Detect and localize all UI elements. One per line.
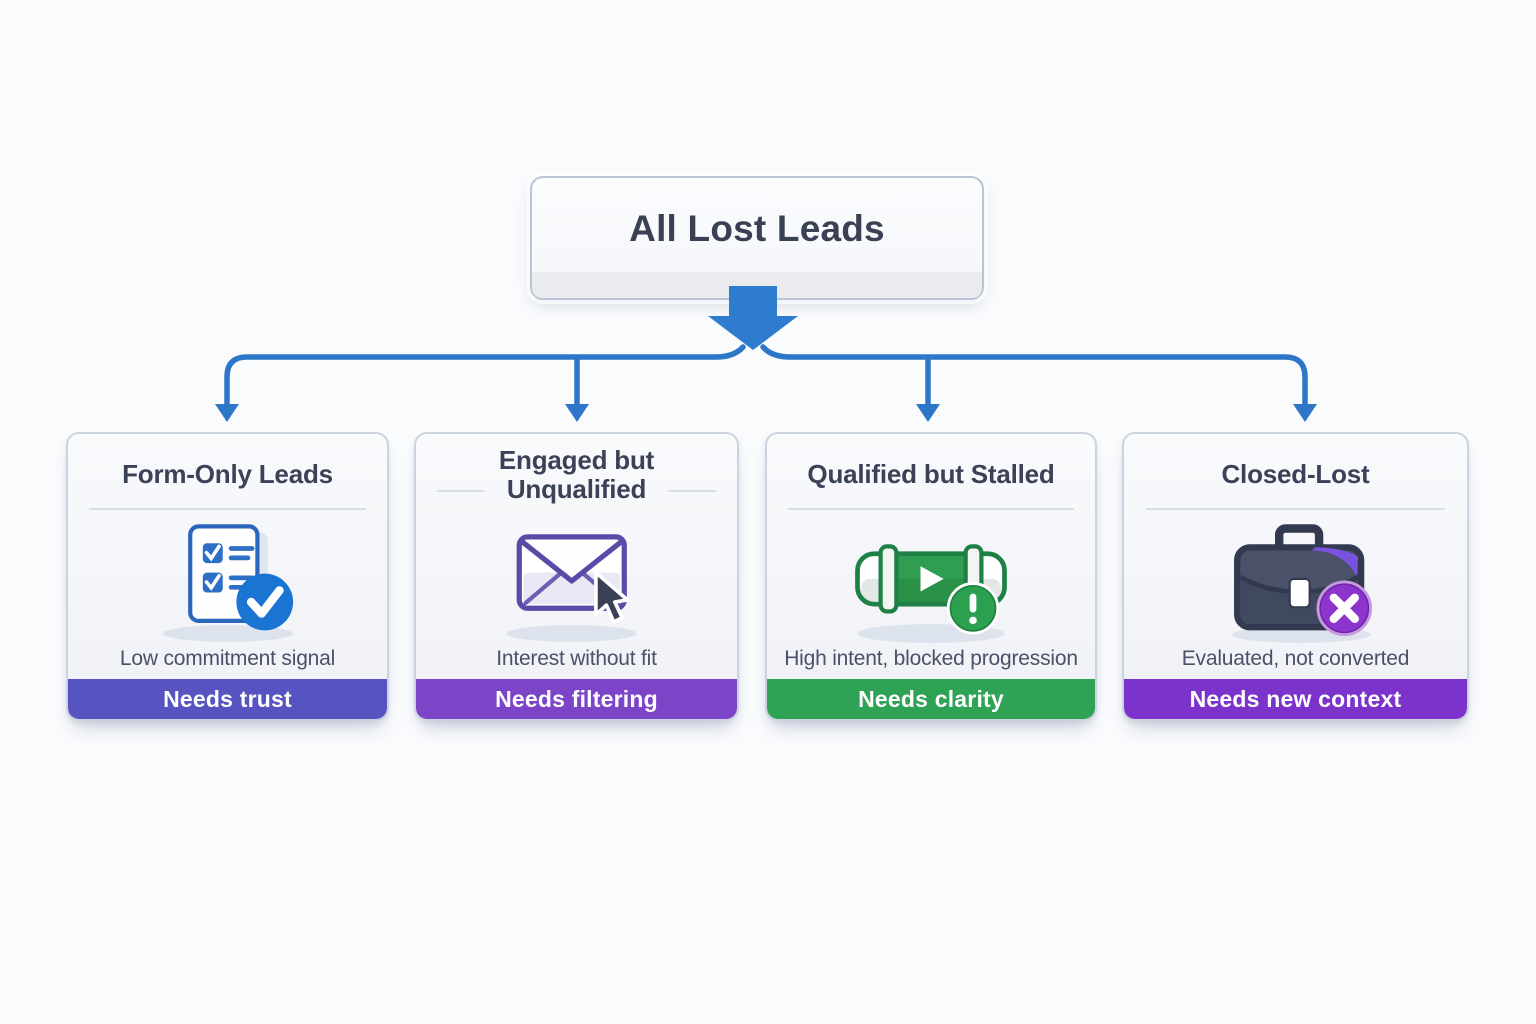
card-icon-area: [416, 510, 737, 644]
card-title: Engaged but Unqualified: [498, 444, 655, 504]
card-icon-area: [767, 510, 1095, 644]
card-form-only-leads: Form-Only Leads Low commitment signal N: [66, 432, 389, 721]
big-down-arrow-icon: [708, 286, 798, 350]
card-caption: High intent, blocked progression: [784, 646, 1078, 670]
card-caption: Interest without fit: [496, 646, 657, 670]
card-title-area: Form-Only Leads: [68, 434, 387, 510]
card-footer-badge: Needs trust: [68, 679, 387, 719]
card-footer-badge: Needs clarity: [767, 679, 1095, 719]
briefcase-x-icon: [1231, 524, 1372, 643]
card-title: Form-Only Leads: [122, 459, 333, 490]
branch-connector-lines: [215, 344, 1317, 422]
card-title-area: Engaged but Unqualified: [416, 434, 737, 510]
card-qualified-but-stalled: Qualified but Stalled High intent, block…: [765, 432, 1097, 721]
card-divider: [1146, 508, 1445, 510]
envelope-cursor-icon: [506, 534, 637, 642]
root-node-all-lost-leads: All Lost Leads: [530, 176, 984, 300]
card-title-area: Closed-Lost: [1124, 434, 1467, 510]
card-icon-area: [1124, 510, 1467, 644]
root-node-title: All Lost Leads: [629, 208, 885, 249]
card-divider: [788, 508, 1074, 510]
card-title: Qualified but Stalled: [807, 459, 1055, 490]
card-footer-badge: Needs filtering: [416, 679, 737, 719]
pipeline-play-alert-icon: [855, 544, 1007, 643]
card-divider: [88, 508, 367, 510]
card-title-area: Qualified but Stalled: [767, 434, 1095, 510]
checklist-check-icon: [162, 524, 293, 642]
card-caption: Evaluated, not converted: [1181, 646, 1410, 670]
card-icon-area: [68, 510, 387, 644]
card-footer-badge: Needs new context: [1124, 679, 1467, 719]
card-engaged-but-unqualified: Engaged but Unqualified Interest without…: [414, 432, 739, 721]
card-closed-lost: Closed-Lost Evaluated, not converted Nee…: [1122, 432, 1469, 721]
card-divider: [436, 490, 717, 492]
card-title: Closed-Lost: [1221, 459, 1370, 490]
card-caption: Low commitment signal: [119, 646, 336, 670]
